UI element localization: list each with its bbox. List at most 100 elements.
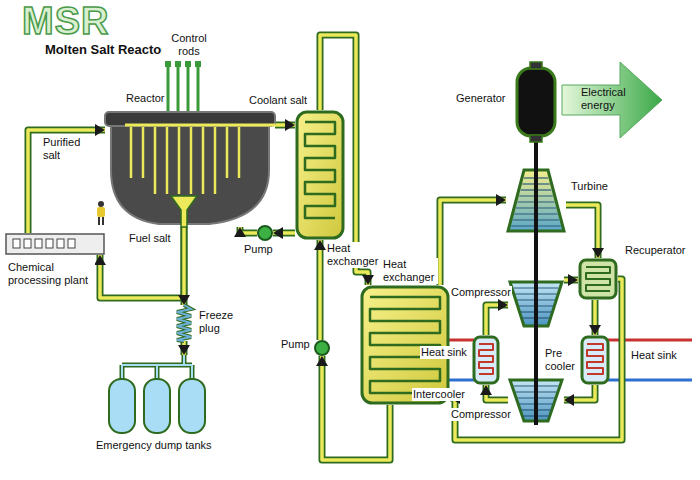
pipe <box>28 124 105 233</box>
intercooler-shape <box>472 335 500 385</box>
rod-heads <box>165 61 201 67</box>
part-label: Compressor <box>450 408 512 421</box>
pipe-outline <box>440 200 506 285</box>
part-label: Turbine <box>570 180 609 193</box>
pipe <box>450 279 622 440</box>
heat-exchanger: Heat exchanger <box>360 285 450 405</box>
part-label: Pump <box>243 243 274 256</box>
person-icon <box>97 201 105 225</box>
shaft <box>536 142 537 168</box>
part-label: Intercooler <box>412 388 466 401</box>
annotation: Electrical energy <box>580 86 644 112</box>
pipe <box>273 227 295 239</box>
pipe-core <box>440 200 506 285</box>
pipe <box>566 205 604 258</box>
turbine: Turbine <box>506 168 566 233</box>
pipe-core <box>28 130 105 233</box>
pipe-outline <box>566 205 598 258</box>
arrow-head <box>314 240 326 250</box>
part-label: Pump <box>280 338 311 351</box>
compressor: Compressor <box>508 378 564 423</box>
part-label: Chemical processing plant <box>7 261 95 287</box>
recuperator-shape <box>578 258 618 300</box>
pump-shape <box>314 340 330 356</box>
pipe <box>94 227 184 298</box>
arrow-head <box>285 119 295 131</box>
shaft <box>534 233 538 425</box>
annotation: Purified salt <box>42 136 92 162</box>
pipe-outline <box>28 130 105 233</box>
pump: Pump <box>314 340 330 356</box>
precooler: Pre coolerHeat sink <box>580 335 610 385</box>
pipe <box>178 227 190 305</box>
part-label: Emergency dump tanks <box>95 439 213 452</box>
precooler-shape <box>580 335 610 385</box>
freeze-plug-shape <box>176 305 192 341</box>
dump-tanks: Emergency dump tanks <box>100 355 215 435</box>
generator-shape <box>515 62 557 142</box>
pipe <box>589 300 601 335</box>
pipe <box>564 274 578 286</box>
pipe-core <box>182 227 186 305</box>
arrow-head <box>316 356 328 366</box>
pipe-outline <box>181 227 188 305</box>
compressor-shape <box>508 378 564 423</box>
pump: Pump <box>257 225 273 241</box>
pipe <box>440 194 506 285</box>
arrow-head <box>362 275 374 285</box>
pipe-core <box>486 305 508 335</box>
arrow-head <box>589 325 601 335</box>
turbine-shape <box>506 168 566 233</box>
processing-plant: Chemical processing plant <box>5 233 105 255</box>
part-label: Recuperator <box>624 244 687 257</box>
pipe <box>234 227 257 237</box>
pipe <box>178 341 190 355</box>
part-label: Heat sink <box>630 349 678 362</box>
pipe <box>275 119 295 131</box>
heat-exchanger-shape <box>360 285 450 405</box>
arrow-head <box>480 385 492 395</box>
title-logo: MSR <box>22 2 109 40</box>
recuperator: Recuperator <box>578 258 618 300</box>
dump-tanks-shape <box>100 355 215 435</box>
pipe-outline <box>450 279 622 440</box>
pipe-core <box>566 205 598 258</box>
part-label: Generator <box>455 92 507 105</box>
annotation: Fuel salt <box>128 232 172 245</box>
pipe-core <box>450 279 622 440</box>
pipe-core <box>100 227 184 298</box>
arrow-head <box>178 345 190 355</box>
reactor-vessel: Reactor <box>105 112 275 227</box>
arrow-head <box>564 394 574 406</box>
pipe <box>314 240 326 340</box>
arrow-head <box>496 194 506 206</box>
arrow-head <box>178 295 190 305</box>
part-label: Compressor <box>450 286 512 299</box>
pipe-outline <box>486 305 508 335</box>
part-label: Heat exchanger <box>326 242 382 268</box>
pipe <box>480 385 508 400</box>
arrow-head <box>498 299 508 311</box>
reactor-vessel-shape <box>105 112 275 227</box>
arrow-head <box>273 227 283 239</box>
shaft-line <box>534 142 538 168</box>
annotation: Control rods <box>162 32 216 58</box>
compressor-shape <box>508 280 564 328</box>
generator: Generator <box>515 62 557 142</box>
energy-arrow <box>562 62 662 138</box>
compressor: Compressor <box>508 280 564 328</box>
intercooler: Heat sinkIntercooler <box>472 335 500 385</box>
processing-plant-shape <box>5 233 105 255</box>
heat-exchanger: Heat exchanger <box>295 110 345 240</box>
annotation: Coolant salt <box>248 94 308 107</box>
arrow-head <box>94 255 106 265</box>
pipe <box>564 385 595 406</box>
arrow-head <box>95 124 105 136</box>
arrow-head <box>592 248 604 258</box>
control-rods <box>168 64 198 118</box>
pump-shape <box>257 225 273 241</box>
arrow-head <box>568 274 578 286</box>
pipe-outline <box>317 240 324 340</box>
